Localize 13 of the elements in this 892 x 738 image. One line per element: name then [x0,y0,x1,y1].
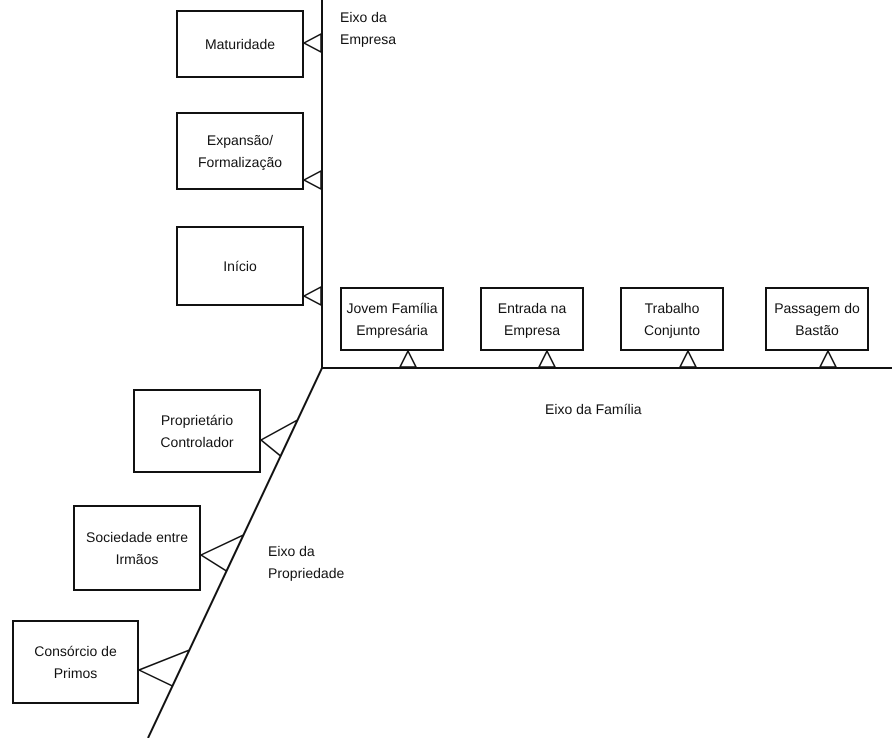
axis-label: Eixo da Empresa [340,8,398,49]
stage-box: Início [176,226,304,306]
stage-box: Trabalho Conjunto [620,287,724,351]
stage-box: Consórcio de Primos [12,620,139,704]
stage-box: Passagem do Bastão [765,287,869,351]
stage-box: Jovem Família Empresária [340,287,444,351]
stage-box: Sociedade entre Irmãos [73,505,201,591]
axis-label: Eixo da Família [545,400,642,419]
stage-box: Expansão/ Formalização [176,112,304,190]
stage-box: Proprietário Controlador [133,389,261,473]
stage-box: Maturidade [176,10,304,78]
axis-label: Eixo da Propriedade [268,542,346,583]
stage-box: Entrada na Empresa [480,287,584,351]
